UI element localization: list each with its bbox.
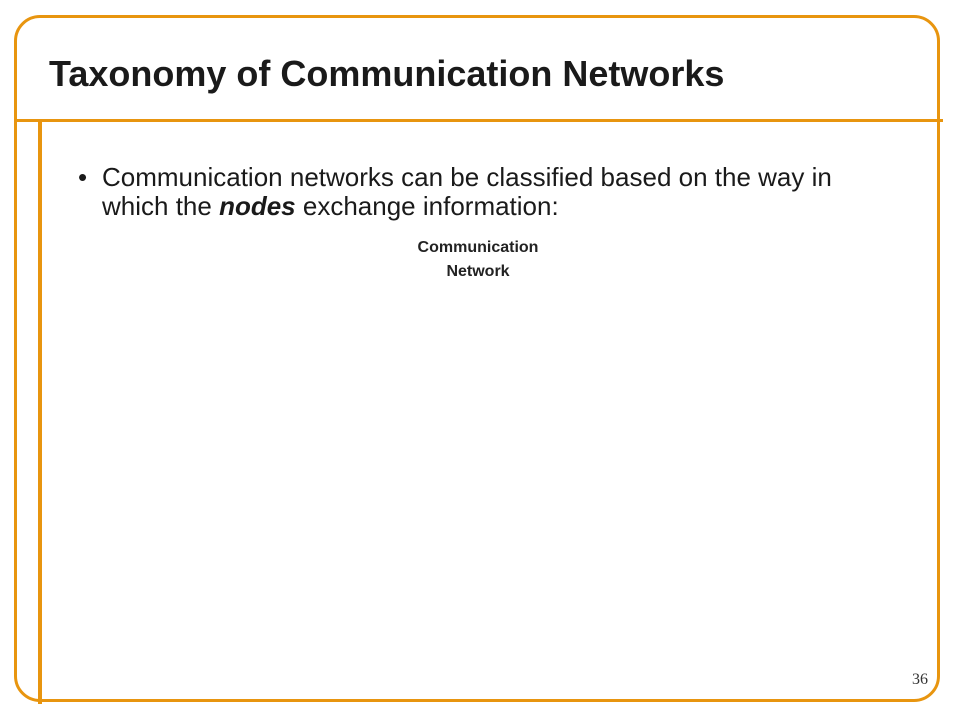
bullet-text-before: Communication networks can be classified…: [102, 162, 832, 221]
bullet-emphasis: nodes: [219, 191, 296, 221]
page-number: 36: [912, 671, 928, 688]
bullet-point: • Communication networks can be classifi…: [78, 163, 858, 221]
left-accent-bar: [38, 122, 42, 704]
title-divider: [14, 119, 943, 122]
root-node-line-1: Communication: [417, 239, 539, 256]
slide-title: Taxonomy of Communication Networks: [49, 53, 725, 94]
root-node-line-2: Network: [446, 263, 510, 280]
bullet-text: Communication networks can be classified…: [78, 163, 858, 221]
bullet-marker: •: [78, 162, 88, 192]
slide-frame: [14, 15, 940, 702]
bullet-text-after: exchange information:: [295, 191, 559, 221]
diagram-root-node: Communication Network: [378, 236, 578, 284]
